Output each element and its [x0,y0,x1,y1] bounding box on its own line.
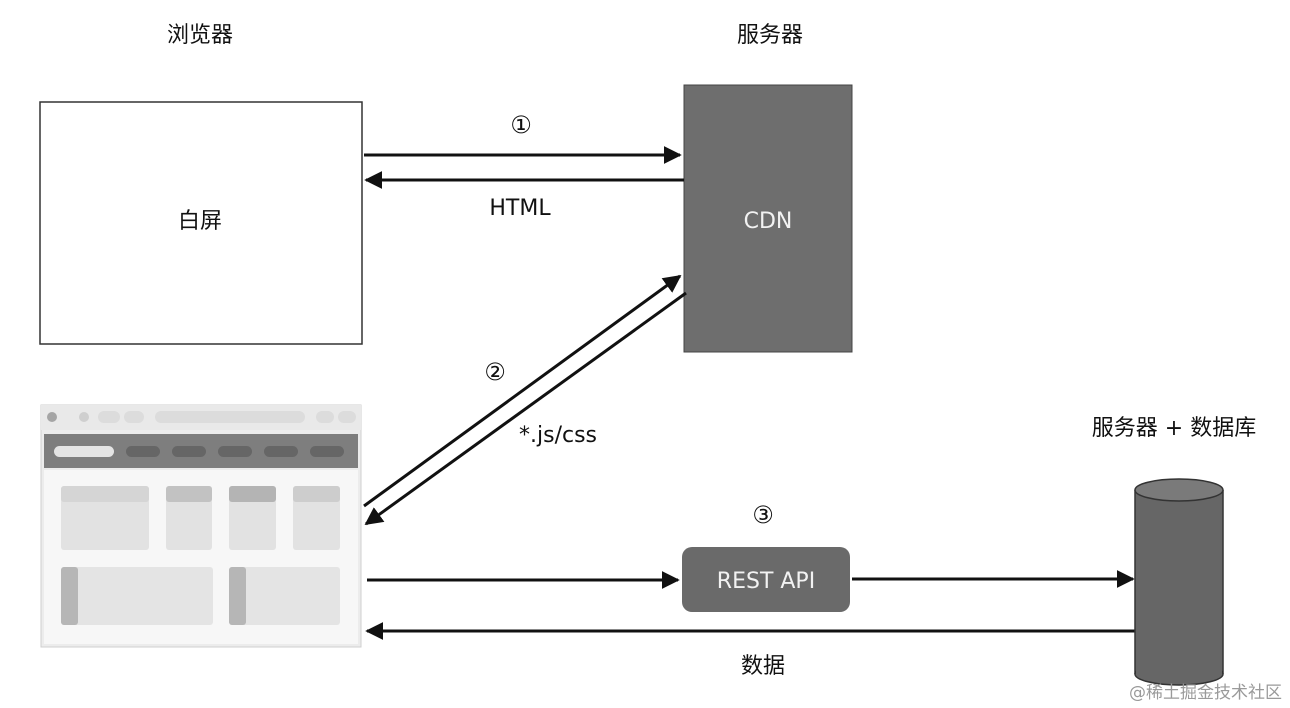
database-body-cover [1136,490,1222,674]
white-screen-box [39,101,363,345]
cdn-box [683,84,853,353]
mockup-btn-2 [338,411,356,423]
mockup-card-2-header [166,486,212,502]
mockup-tab-2 [124,411,144,423]
mockup-panel-2-accent [229,567,246,625]
mockup-panel-2 [229,567,340,625]
data-label: 数据 [741,654,785,679]
mockup-nav-logo [54,446,114,457]
rendered-page-mockup [40,404,362,648]
request-assets-arrow [363,274,682,508]
mockup-tab-1 [98,411,120,423]
mockup-dot-1 [47,412,57,422]
mockup-dot-2 [79,412,89,422]
js-css-label: *.js/css [519,423,597,448]
mockup-panel-1-accent [61,567,78,625]
mockup-address-bar [155,411,305,423]
watermark: @稀土掘金技术社区 [1129,683,1282,703]
white-screen-label: 白屏 [178,209,222,234]
html-label: HTML [489,196,551,221]
mockup-card-3-header [229,486,276,502]
step-2-marker: ② [484,358,506,386]
mockup-nav-item-1 [126,446,160,457]
database-icon [1134,478,1224,686]
database-top [1134,478,1224,502]
server-heading: 服务器 [737,23,803,48]
mockup-panel-1 [61,567,213,625]
mockup-nav-item-4 [264,446,298,457]
response-assets-arrow [364,291,687,526]
step-3-marker: ③ [752,501,774,529]
mockup-card-4-header [293,486,340,502]
mockup-btn-1 [316,411,334,423]
mockup-card-1-header [61,486,149,502]
browser-heading: 浏览器 [167,23,233,48]
step-1-marker: ① [510,111,532,139]
rest-api-label: REST API [717,569,815,594]
rest-api-box [682,547,850,612]
mockup-nav-item-2 [172,446,206,457]
mockup-nav-item-5 [310,446,344,457]
server-database-heading: 服务器 + 数据库 [1092,416,1256,441]
cdn-label: CDN [744,209,793,234]
mockup-nav-item-3 [218,446,252,457]
